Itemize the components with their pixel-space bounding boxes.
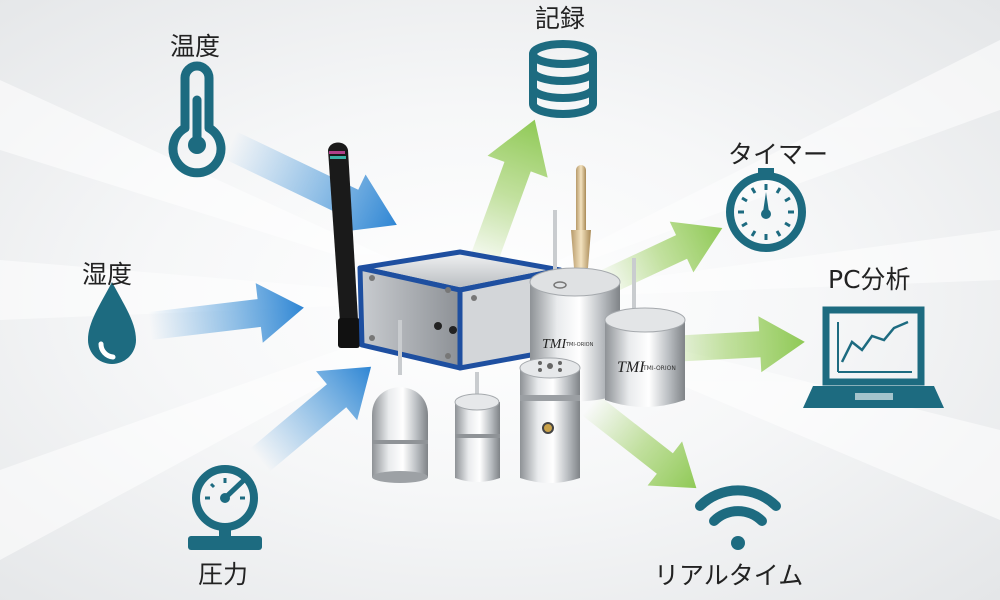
label-pc-analysis: PC分析 xyxy=(828,265,911,294)
label-temperature: 温度 xyxy=(170,32,221,61)
logger-large-model: TMI-ORION xyxy=(642,365,676,372)
thermometer-icon xyxy=(168,61,226,178)
label-timer: タイマー xyxy=(728,140,829,169)
label-realtime: リアルタイム xyxy=(654,561,804,590)
logger-large: TMI TMI-ORION xyxy=(604,258,686,407)
water-drop-icon xyxy=(88,282,136,364)
logger-brass-brand: TMI xyxy=(542,337,567,352)
arrow-realtime-output xyxy=(581,394,697,489)
logger-hex-fitting xyxy=(519,357,581,483)
database-icon xyxy=(529,40,597,118)
label-humidity: 湿度 xyxy=(82,260,133,289)
arrow-temperature-input xyxy=(223,131,397,233)
pressure-gauge-icon xyxy=(188,465,262,550)
logger-brass-model: TMI-ORION xyxy=(565,342,594,348)
logger-round-head xyxy=(372,320,428,483)
logger-small-cylinder xyxy=(454,372,500,482)
logger-large-brand: TMI xyxy=(617,359,645,376)
arrow-timer-output xyxy=(594,221,723,297)
arrow-record-output xyxy=(466,119,548,275)
label-record: 記録 xyxy=(535,4,586,33)
label-pressure: 圧力 xyxy=(198,560,249,589)
arrow-humidity-input xyxy=(148,283,304,343)
arrow-pc-output xyxy=(649,316,805,373)
wifi-icon xyxy=(695,485,781,550)
arrow-pressure-input xyxy=(250,366,372,472)
clock-icon xyxy=(726,168,806,252)
laptop-chart-icon xyxy=(803,306,944,408)
